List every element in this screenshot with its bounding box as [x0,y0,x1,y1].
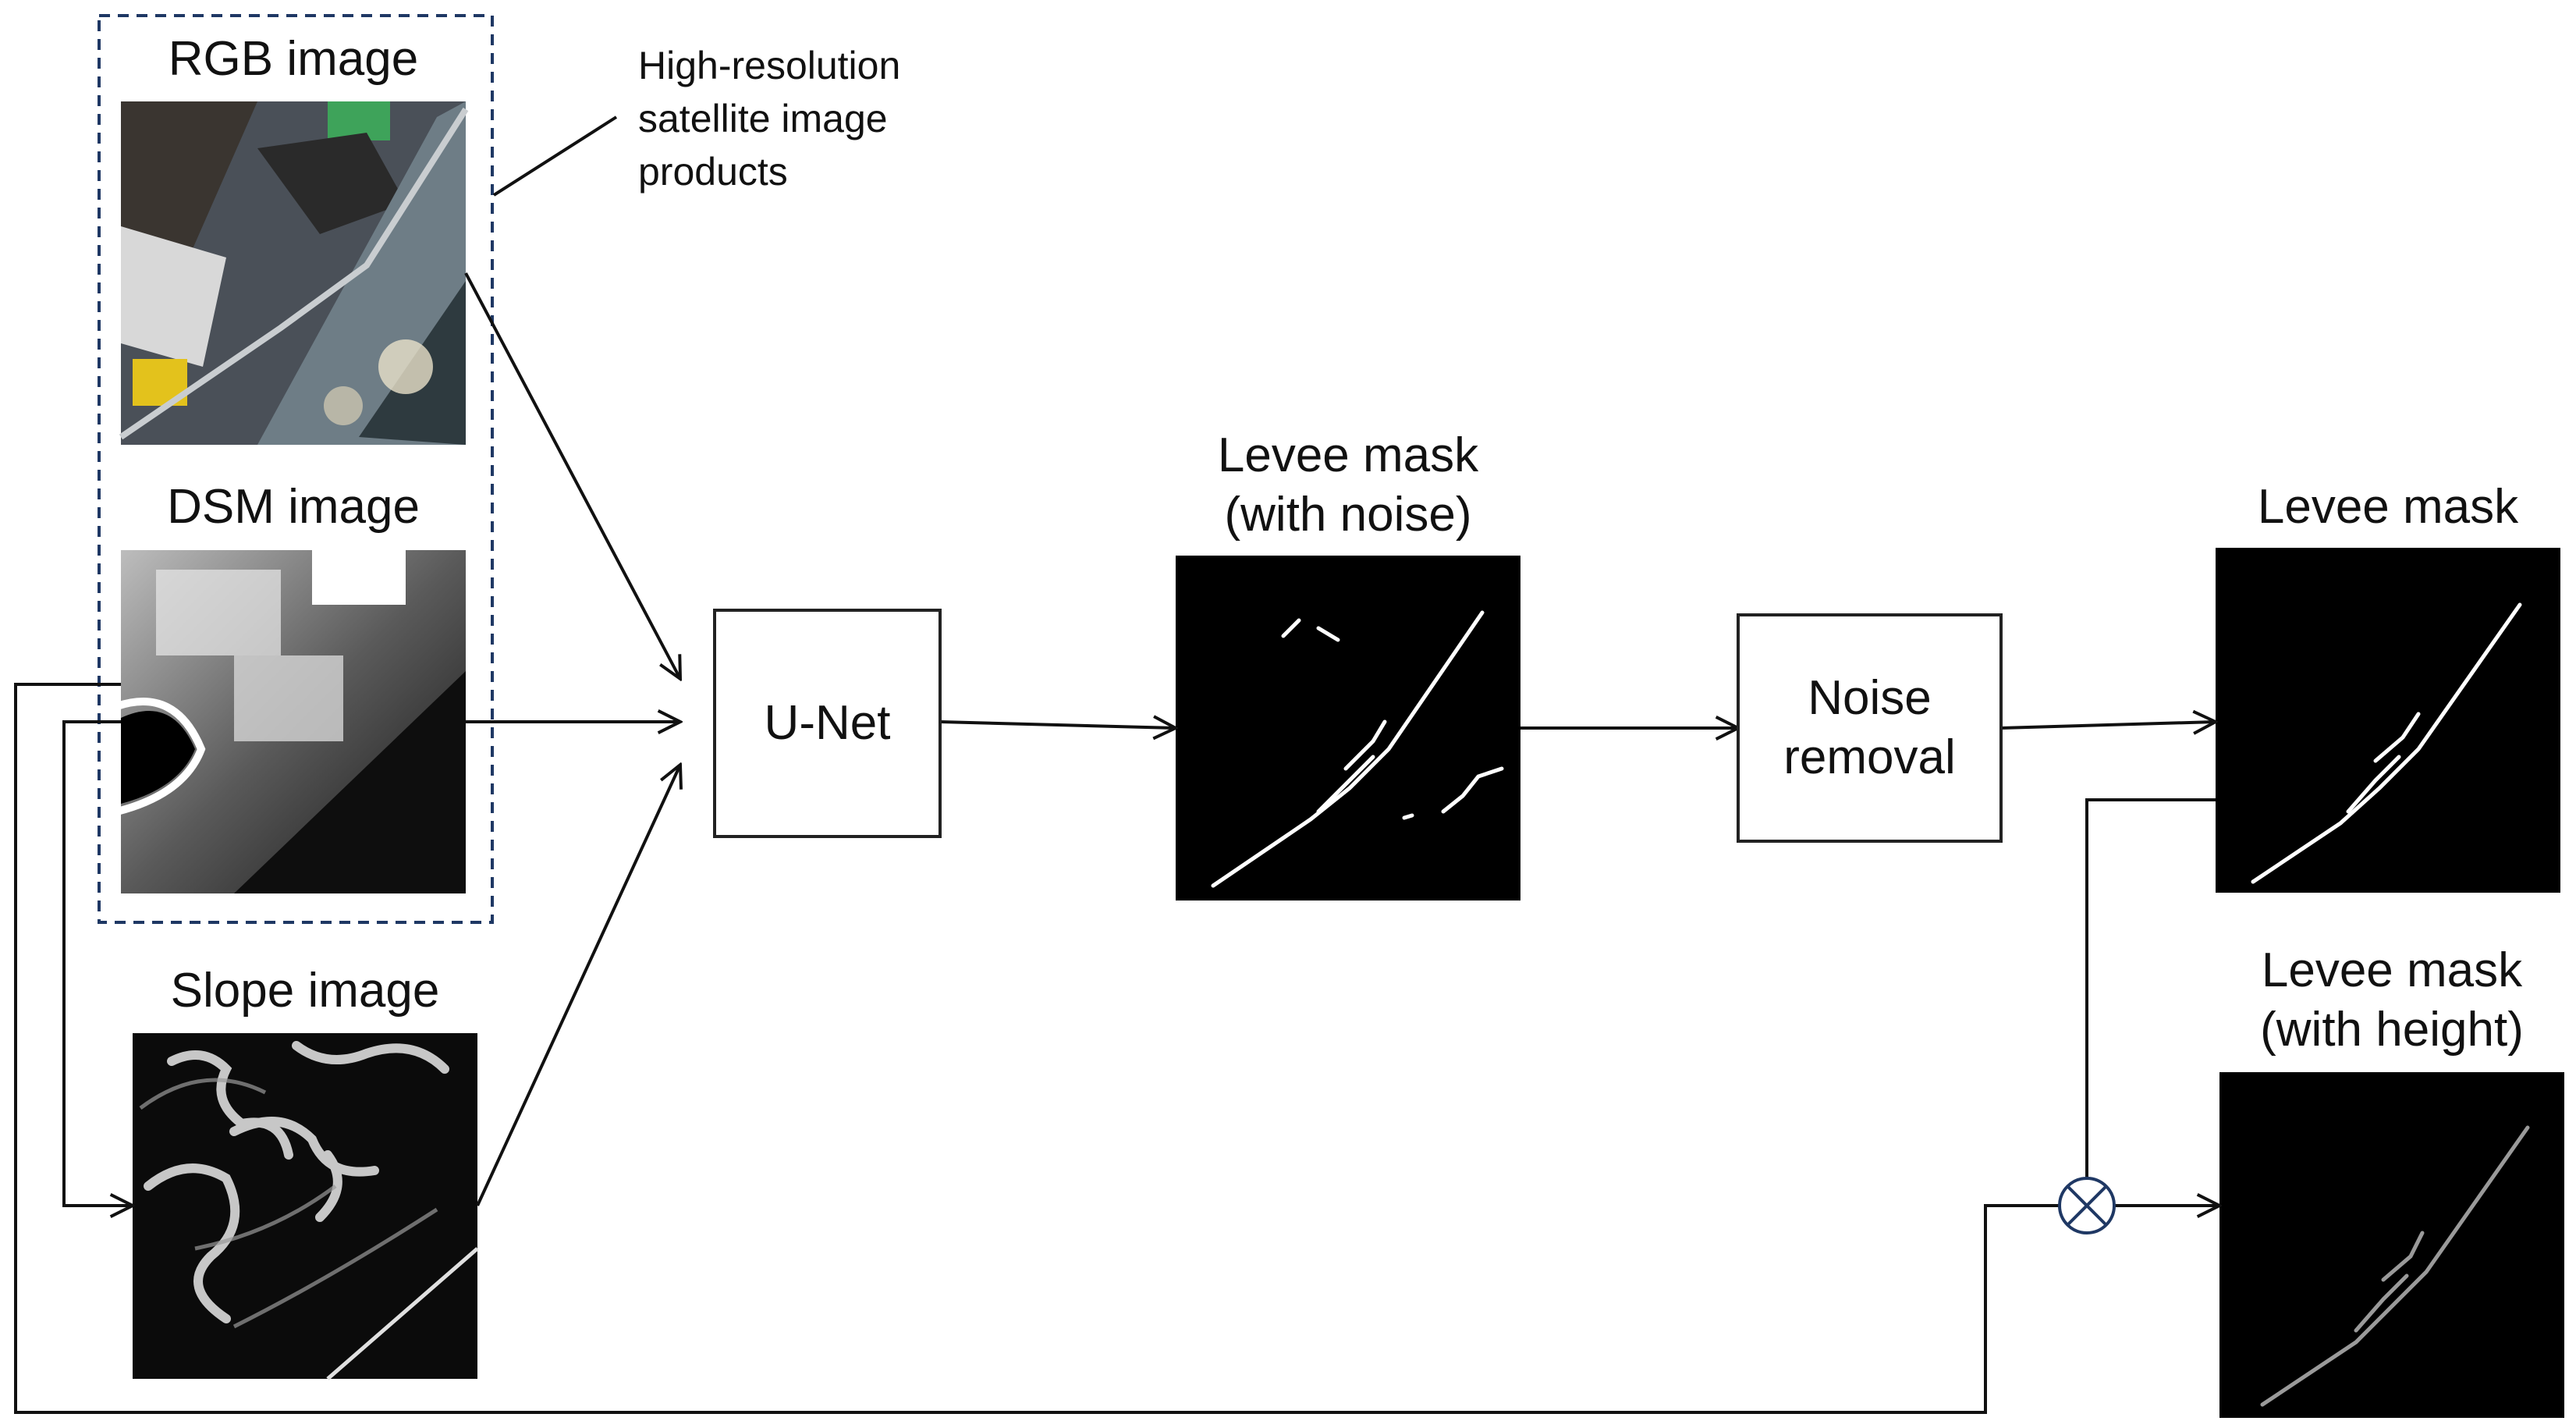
arrow-dsm-to-slope [62,720,133,1206]
dsm-image [115,550,466,893]
group-note-line-1: High-resolution [638,44,901,87]
line-dsm-to-multiply [14,683,2060,1414]
group-note-line-3: products [638,150,788,194]
arrow-noise-removal-to-mask [2000,722,2216,728]
arrow-slope-to-unet [476,765,680,1206]
noise-removal-box: Noise removal [1737,613,2003,843]
multiply-operator [2058,1177,2116,1234]
arrow-unet-to-mask-noise [939,722,1176,728]
mask-height-label-line-2: (with height) [2260,1003,2524,1057]
mask-noise-label-line-1: Levee mask [1217,428,1479,482]
noise-removal-label-line-2: removal [1783,730,1956,784]
slope-image [133,1033,479,1380]
levee-mask-noise-image [1176,556,1520,900]
rgb-image-label: RGB image [168,32,419,86]
rgb-image [119,101,469,445]
group-note-leader [492,115,618,197]
arrow-rgb-to-unet [464,272,680,679]
unet-box: U-Net [713,609,942,838]
satellite-products-group [98,14,494,924]
group-note: High-resolution satellite image products [638,39,900,198]
mask-noise-label: Levee mask (with noise) [1137,426,1559,545]
levee-mask-image [2216,548,2560,893]
group-note-line-2: satellite image [638,97,888,140]
levee-mask-height-image [2219,1072,2564,1418]
mask-height-label: Levee mask (with height) [2180,941,2576,1060]
slope-image-label: Slope image [170,964,440,1018]
mask-height-label-line-1: Levee mask [2261,943,2523,997]
mask-label: Levee mask [2257,480,2519,534]
noise-removal-label-line-1: Noise [1808,671,1932,725]
mask-noise-label-line-2: (with noise) [1224,488,1472,542]
unet-label: U-Net [764,696,891,750]
line-mask-to-multiply [2085,798,2216,1180]
dsm-image-label: DSM image [167,480,420,534]
